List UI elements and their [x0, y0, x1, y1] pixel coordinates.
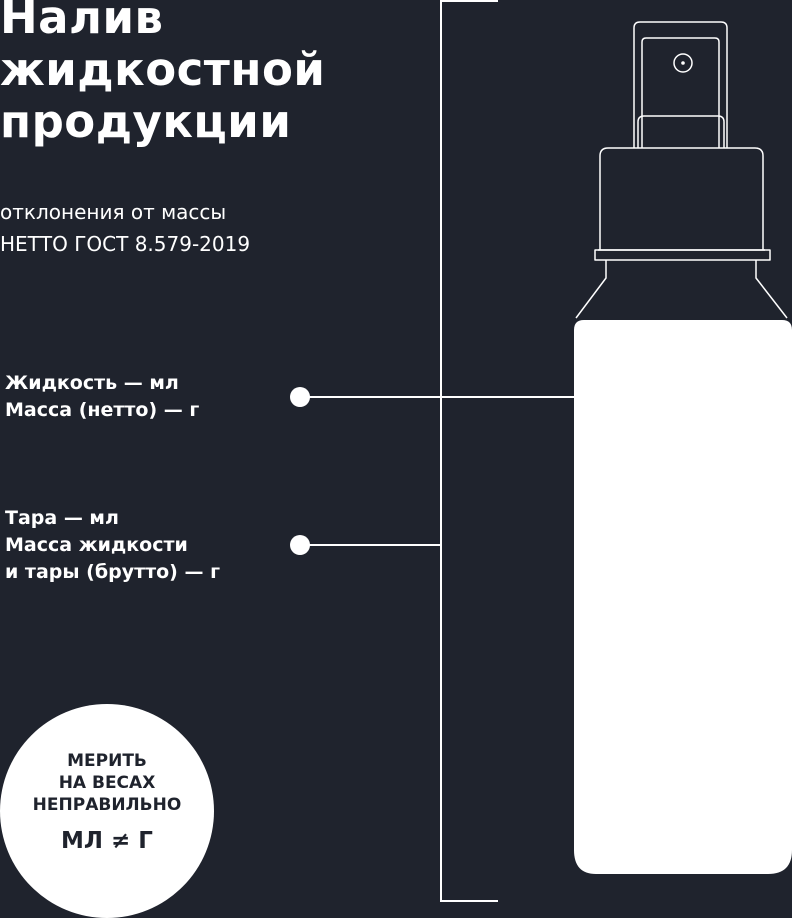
spray-nozzle-icon [633, 21, 728, 148]
badge-line: НЕПРАВИЛЬНО [32, 795, 182, 815]
badge-line: НА ВЕСАХ [58, 773, 156, 793]
liquid-pointer-line [300, 396, 574, 398]
subtitle: отклонения от массы НЕТТО ГОСТ 8.579-201… [0, 196, 250, 260]
title-line: Налив [0, 0, 164, 44]
tare-pointer-line [300, 544, 442, 546]
badge-formula: МЛ ≠ Г [61, 828, 153, 854]
bottle-body [574, 320, 792, 874]
title-line: жидкостной [0, 43, 326, 96]
tare-label-line: Масса жидкости [5, 534, 188, 556]
tare-label-line: Тара — мл [5, 507, 119, 529]
liquid-label-line: Масса (нетто) — г [5, 399, 200, 421]
bracket-line [440, 0, 442, 902]
subtitle-line: НЕТТО ГОСТ 8.579-2019 [0, 232, 251, 256]
liquid-label-line: Жидкость — мл [5, 372, 179, 394]
page-title: Налив жидкостной продукции [0, 0, 325, 148]
warning-badge: МЕРИТЬ НА ВЕСАХ НЕПРАВИЛЬНО МЛ ≠ Г [0, 704, 214, 918]
subtitle-line: отклонения от массы [0, 200, 227, 224]
tare-label-line: и тары (брутто) — г [5, 561, 221, 583]
badge-line: МЕРИТЬ [67, 751, 147, 771]
bracket-top-tick [440, 0, 498, 2]
bottle-illustration [574, 21, 792, 874]
liquid-label: Жидкость — мл Масса (нетто) — г [5, 370, 199, 424]
bracket-bottom-tick [440, 900, 498, 902]
title-line: продукции [0, 95, 292, 148]
tare-label: Тара — мл Масса жидкости и тары (брутто)… [5, 505, 220, 586]
badge-text: МЕРИТЬ НА ВЕСАХ НЕПРАВИЛЬНО [0, 750, 214, 816]
